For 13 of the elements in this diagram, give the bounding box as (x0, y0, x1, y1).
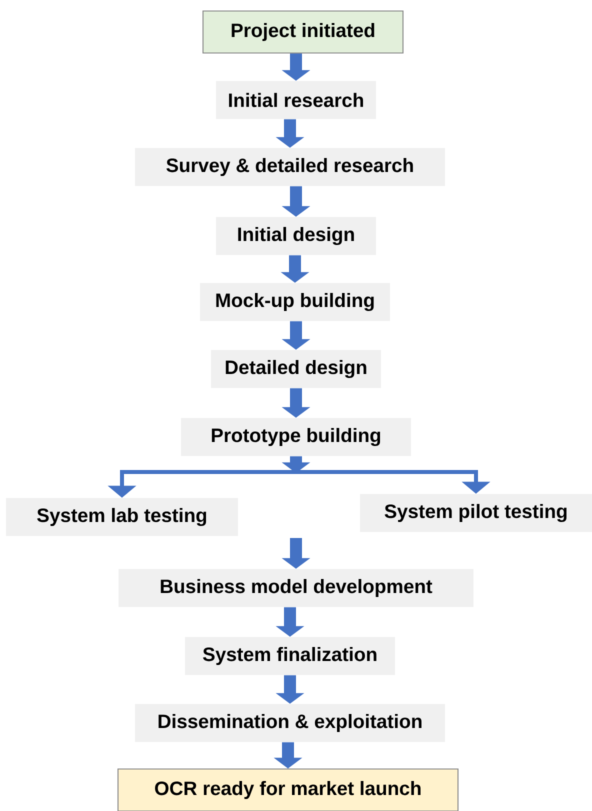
start-box: Project initiated (202, 10, 404, 54)
process-box: Mock-up building (200, 283, 390, 321)
process-box: Dissemination & exploitation (135, 704, 445, 742)
process-box: Initial research (216, 81, 376, 119)
process-box: Business model development (118, 569, 474, 607)
process-box: System pilot testing (360, 494, 592, 532)
end-box: OCR ready for market launch (117, 768, 459, 811)
process-box: Survey & detailed research (135, 148, 445, 186)
process-box: Prototype building (181, 418, 411, 456)
process-box: Initial design (216, 217, 376, 255)
process-box: Detailed design (211, 350, 381, 388)
process-box: System lab testing (6, 498, 238, 536)
process-box: System finalization (185, 637, 395, 675)
